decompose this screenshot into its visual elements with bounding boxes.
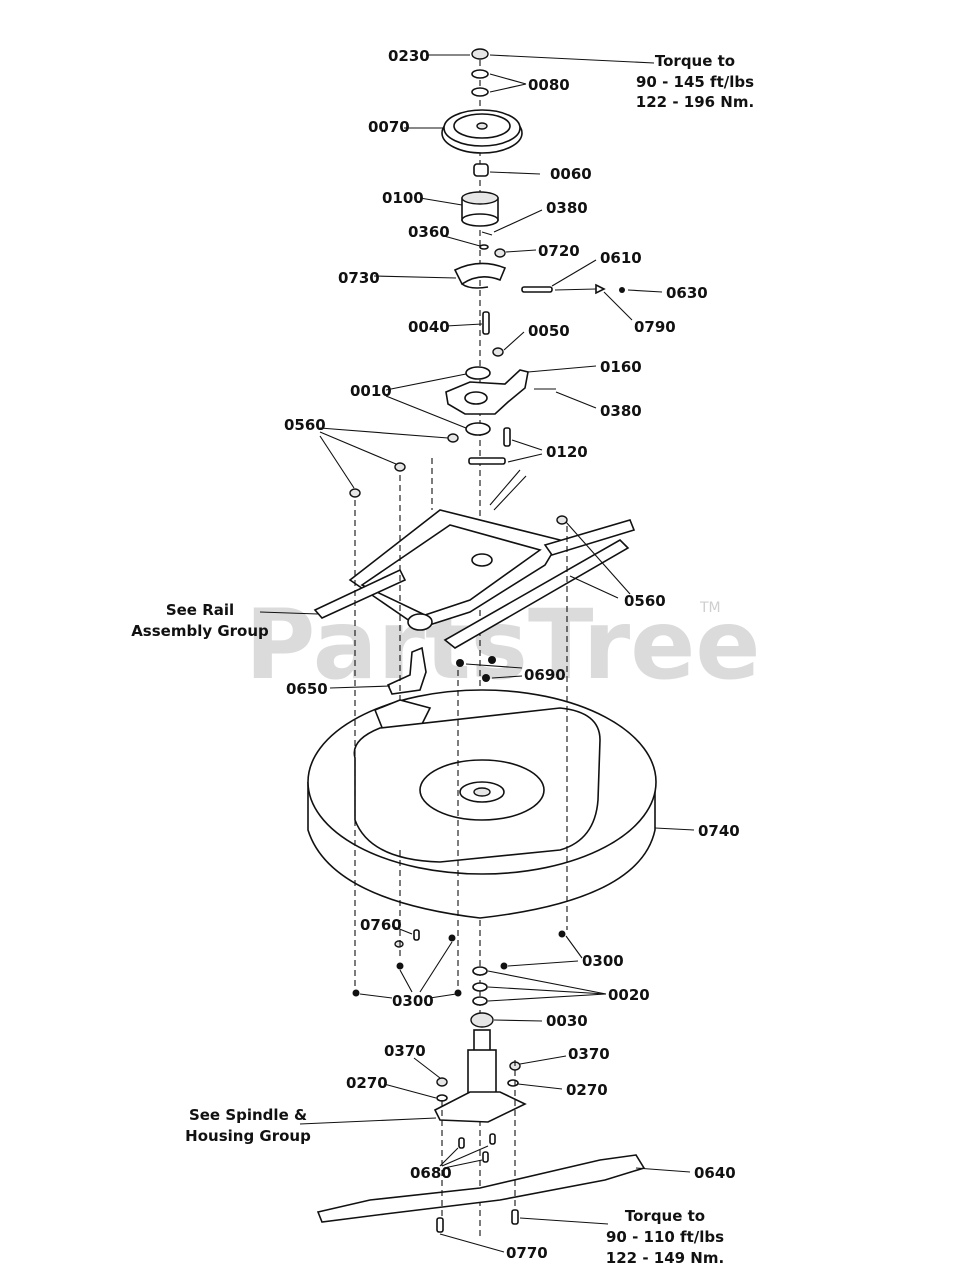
o-ring-0010-lower [465,422,491,436]
label-0560-upper: 0560 [284,416,326,434]
label-0380-upper: 0380 [546,199,588,217]
bearing-0030 [470,1012,494,1028]
label-0760: 0760 [360,916,402,934]
belt-guide-0730 [453,262,507,289]
label-0270-right: 0270 [566,1081,608,1099]
spindle-reference-note: See Spindle & Housing Group [185,1106,311,1145]
label-0690: 0690 [524,666,566,684]
nut-0230 [471,48,489,60]
washers-0020 [472,966,488,1006]
rail-reference-note: See Rail Assembly Group [131,601,269,640]
label-0010: 0010 [350,382,392,400]
label-0080: 0080 [528,76,570,94]
bolts-0770 [436,1209,519,1233]
alignment-lines [354,458,568,1218]
leader-lines [259,54,695,1253]
label-0370-left: 0370 [384,1042,426,1060]
label-0070: 0070 [368,118,410,136]
label-0030: 0030 [546,1012,588,1030]
label-0720: 0720 [538,242,580,260]
hub-0100 [461,191,499,227]
bolt-0610 [521,286,553,293]
label-0060: 0060 [550,165,592,183]
pulley-0070 [441,109,523,154]
nut-0560-upper [349,433,459,498]
label-0230: 0230 [388,47,430,65]
torque-note-top: Torque to 90 - 145 ft/lbs 122 - 196 Nm. [636,52,754,111]
spring-0120 [468,427,511,465]
label-0160: 0160 [600,358,642,376]
o-ring-0010-upper [465,366,491,380]
nuts-0690 [456,656,496,682]
label-0300-left: 0300 [392,992,434,1010]
label-0050: 0050 [528,322,570,340]
spindle-ref-line-2: Housing Group [185,1127,311,1145]
bolts-0680 [458,1133,496,1163]
label-0770: 0770 [506,1244,548,1262]
idler-bracket-0160 [445,369,529,415]
label-0100: 0100 [382,189,424,207]
nut-0630 [619,287,625,293]
label-0360: 0360 [408,223,450,241]
nut-0720 [494,248,506,258]
torque-top-line-3: 122 - 196 Nm. [636,93,754,111]
label-0730: 0730 [338,269,380,287]
bushing-0060 [473,163,489,177]
label-0040: 0040 [408,318,450,336]
label-0380-lower: 0380 [600,402,642,420]
nut-0560-right [556,515,568,525]
spindle-ref-line-1: See Spindle & [189,1106,307,1124]
washers-0080 [471,69,489,97]
torque-note-bottom: Torque to 90 - 110 ft/lbs 122 - 149 Nm. [606,1207,724,1267]
mower-deck-0740 [307,689,657,919]
torque-bottom-line-2: 90 - 110 ft/lbs [606,1228,724,1246]
bolt-0760 [394,929,420,948]
torque-bottom-line-1: Torque to [625,1207,705,1225]
label-0560-right: 0560 [624,592,666,610]
label-0020: 0020 [608,986,650,1004]
torque-top-line-1: Torque to [655,52,735,70]
label-0630: 0630 [666,284,708,302]
label-0680: 0680 [410,1164,452,1182]
bracket-0650 [386,646,427,695]
blade-0640 [316,1154,646,1223]
torque-top-line-2: 90 - 145 ft/lbs [636,73,754,91]
part-labels: 0230 0080 0070 0060 0100 0380 0360 0720 … [284,47,740,1262]
torque-bottom-line-3: 122 - 149 Nm. [606,1249,724,1267]
pin-0380-upper [481,231,493,236]
watermark-trademark: TM [699,600,721,616]
fastener-0790 [595,283,606,295]
label-0790: 0790 [634,318,676,336]
label-0270-left: 0270 [346,1074,388,1092]
label-0650: 0650 [286,680,328,698]
nut-0050 [492,347,504,357]
label-0610: 0610 [600,249,642,267]
label-0300-right: 0300 [582,952,624,970]
bolt-0040 [482,311,490,335]
spindle-housing [433,1029,527,1123]
label-0120: 0120 [546,443,588,461]
label-0370-right: 0370 [568,1045,610,1063]
rail-ref-line-1: See Rail [166,601,234,619]
deck-frame [313,469,636,649]
label-0740: 0740 [698,822,740,840]
nuts-0300 [352,930,566,997]
rail-ref-line-2: Assembly Group [131,622,269,640]
small-washer-0360 [479,244,489,250]
label-0640: 0640 [694,1164,736,1182]
